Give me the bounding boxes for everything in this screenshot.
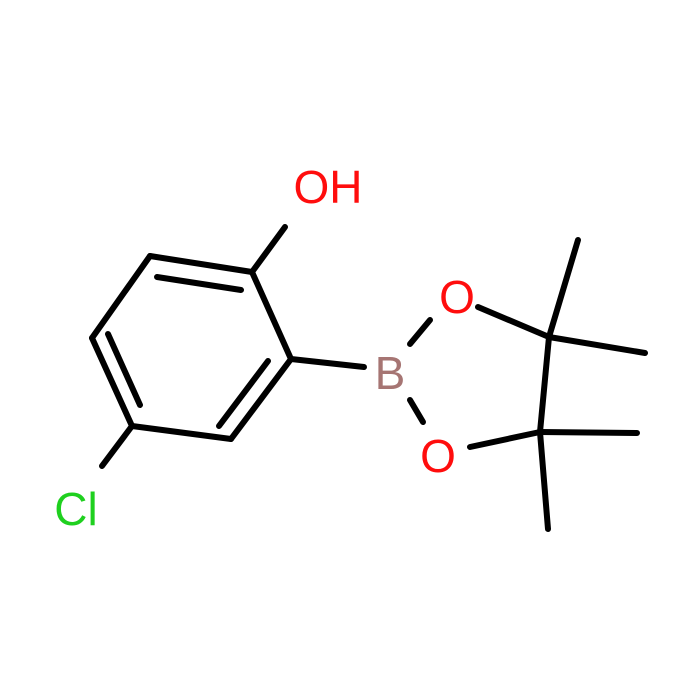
bond-methyl-2 <box>546 334 648 356</box>
bond-methyl-4 <box>537 429 551 532</box>
bond-methyl-1 <box>546 237 581 340</box>
bond-b-o-lower <box>407 397 426 425</box>
bond-c1-c2-inner <box>154 274 244 293</box>
bond-c2-oh <box>249 224 288 275</box>
chlorine-label: Cl <box>54 483 97 535</box>
bond-c-c-ring <box>537 334 552 435</box>
bond-c3-b <box>288 356 367 370</box>
bond-methyl-3 <box>537 429 640 436</box>
bond-o-lower-c <box>467 429 543 450</box>
bond-c3-c4-inner <box>216 358 271 429</box>
hydroxyl-label: OH <box>294 161 363 213</box>
bond-c4-c5 <box>129 423 234 442</box>
bond-c5-c6 <box>89 335 135 429</box>
bond-o-upper-c <box>475 304 552 340</box>
oxygen-lower-label: O <box>420 430 456 482</box>
bond-c3-c4 <box>228 356 294 442</box>
bond-c5-cl <box>99 423 135 469</box>
bond-c2-c3 <box>249 269 294 362</box>
bond-c5-c6-inner <box>105 331 143 408</box>
bond-c1-c2 <box>147 253 255 275</box>
oxygen-upper-label: O <box>439 271 475 323</box>
bond-c6-c1 <box>89 253 153 341</box>
boron-label: B <box>375 347 406 399</box>
bond-b-o-upper <box>407 317 433 347</box>
